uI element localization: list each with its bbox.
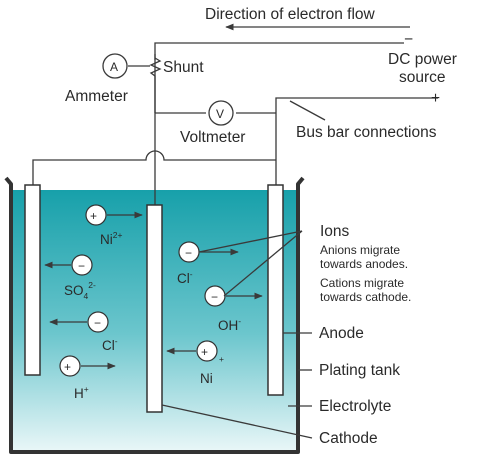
ammeter-icon: [102, 53, 128, 79]
ion-label: OH-: [218, 316, 241, 333]
ion-sign: +: [201, 345, 208, 359]
callout-leaders: [161, 230, 313, 439]
ammeter-label: Ammeter: [65, 88, 128, 105]
voltmeter-icon: [208, 100, 234, 126]
ion-label: H+: [74, 384, 89, 401]
cathode-leader: [161, 404, 313, 439]
cation-icon: [59, 355, 81, 377]
cathode: [146, 204, 163, 413]
ion-h: + H+: [59, 355, 116, 401]
ion-label: Ni2+: [100, 230, 122, 247]
ion-cl-mid: − Cl-: [177, 241, 239, 286]
ion-oh: − OH-: [204, 285, 263, 333]
cation-icon: [85, 204, 107, 226]
ion-sign: −: [211, 290, 218, 304]
voltmeter-label: Voltmeter: [180, 129, 245, 146]
ammeter-symbol: A: [110, 60, 118, 74]
cathode-label: Cathode: [319, 430, 378, 447]
dc-power-label-1: DC power: [388, 51, 457, 68]
ion-charge: +: [219, 354, 224, 364]
cation-icon: [196, 340, 218, 362]
dc-power-label-2: source: [399, 69, 446, 86]
anode-left: [24, 184, 41, 376]
electron-flow-label: Direction of electron flow: [205, 6, 376, 23]
ion-sign: −: [185, 246, 192, 260]
ion-label: Ni: [200, 371, 213, 386]
ion-ni2: + Ni2+: [85, 204, 143, 247]
anion-icon: [87, 311, 109, 333]
ion-label: Cl-: [177, 269, 193, 286]
anode-label: Anode: [319, 325, 364, 342]
ion-cl-left: − Cl-: [49, 311, 118, 353]
ions-leader-1: [198, 230, 303, 253]
ions-title: Ions: [320, 223, 350, 240]
ion-label: Cl-: [102, 336, 118, 353]
shunt-label: Shunt: [163, 59, 204, 76]
ions-text-1: Anions migrate: [320, 243, 400, 257]
wire-busbar: [32, 150, 276, 185]
shunt-icon: [149, 57, 162, 113]
voltmeter-symbol: V: [216, 107, 224, 121]
dc-plus-sign: +: [431, 90, 440, 107]
busbar-leader: [289, 100, 326, 121]
ion-sign: +: [90, 209, 97, 223]
anode-right: [267, 184, 284, 396]
ion-ni-right: + Ni +: [166, 340, 224, 386]
ions-text-3: Cations migrate: [320, 276, 404, 290]
circuit-wires: [32, 42, 438, 205]
plating-tank-label: Plating tank: [319, 362, 400, 379]
plating-tank: [4, 176, 305, 454]
busbar-label: Bus bar connections: [296, 124, 437, 141]
ions-text-4: towards cathode.: [320, 290, 411, 304]
ion-so4: − SO42-: [44, 254, 96, 301]
electrolyte-label: Electrolyte: [319, 398, 391, 415]
wire-positive: [275, 97, 438, 185]
anion-icon: [71, 254, 93, 276]
dc-minus-sign: −: [404, 31, 413, 48]
ions-text-2: towards anodes.: [320, 257, 408, 271]
ion-sign: −: [78, 259, 85, 273]
ion-label: SO42-: [64, 280, 96, 301]
ion-sign: −: [94, 316, 101, 330]
ion-sign: +: [64, 360, 71, 374]
ions-leader-2: [223, 230, 303, 297]
